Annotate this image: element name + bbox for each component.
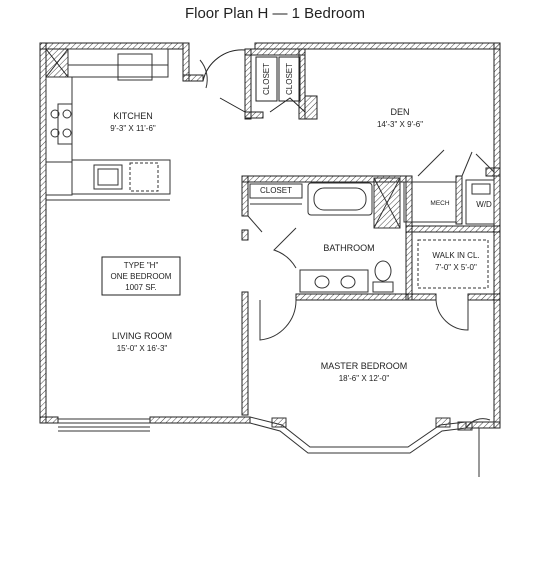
kitchen-corner-block bbox=[45, 48, 69, 78]
bath-closet bbox=[247, 183, 303, 233]
den-name: DEN bbox=[390, 107, 409, 117]
type-line-1: TYPE "H" bbox=[124, 261, 159, 270]
interior-walls bbox=[241, 167, 501, 416]
exterior-walls bbox=[39, 42, 501, 429]
walkin-size: 7'-0" X 5'-0" bbox=[435, 263, 477, 272]
walkin-name: WALK IN CL. bbox=[432, 251, 479, 260]
bathroom-name: BATHROOM bbox=[323, 243, 374, 253]
closet-vertical-label-1: CLOSET bbox=[262, 63, 271, 95]
bathroom-fixtures bbox=[273, 177, 401, 293]
closet-vertical-label-2: CLOSET bbox=[285, 63, 294, 95]
door-swings bbox=[199, 59, 469, 341]
den-size: 14'-3" X 9'-6" bbox=[377, 120, 423, 129]
entry-swing bbox=[465, 418, 491, 429]
kitchen-size: 9'-3" X 11'-6" bbox=[110, 124, 156, 133]
type-line-2: ONE BEDROOM bbox=[111, 272, 172, 281]
type-line-3: 1007 SF. bbox=[125, 283, 157, 292]
walkin-shelving bbox=[417, 239, 489, 289]
mech-wd bbox=[403, 149, 495, 225]
master-name: MASTER BEDROOM bbox=[321, 361, 408, 371]
bay-window bbox=[249, 416, 473, 454]
top-closets bbox=[182, 42, 318, 120]
mech-label: MECH bbox=[430, 200, 449, 207]
living-size: 15'-0" X 16'-3" bbox=[117, 344, 168, 353]
kitchen-name: KITCHEN bbox=[113, 111, 153, 121]
closet-label: CLOSET bbox=[260, 186, 292, 195]
master-size: 18'-6" X 12'-0" bbox=[339, 374, 390, 383]
living-name: LIVING ROOM bbox=[112, 331, 172, 341]
wd-label: W/D bbox=[476, 200, 492, 209]
kitchen-counters bbox=[45, 48, 171, 201]
sliding-door bbox=[58, 418, 150, 432]
type-box bbox=[101, 256, 181, 296]
plan-title: Floor Plan H — 1 Bedroom bbox=[184, 5, 366, 22]
